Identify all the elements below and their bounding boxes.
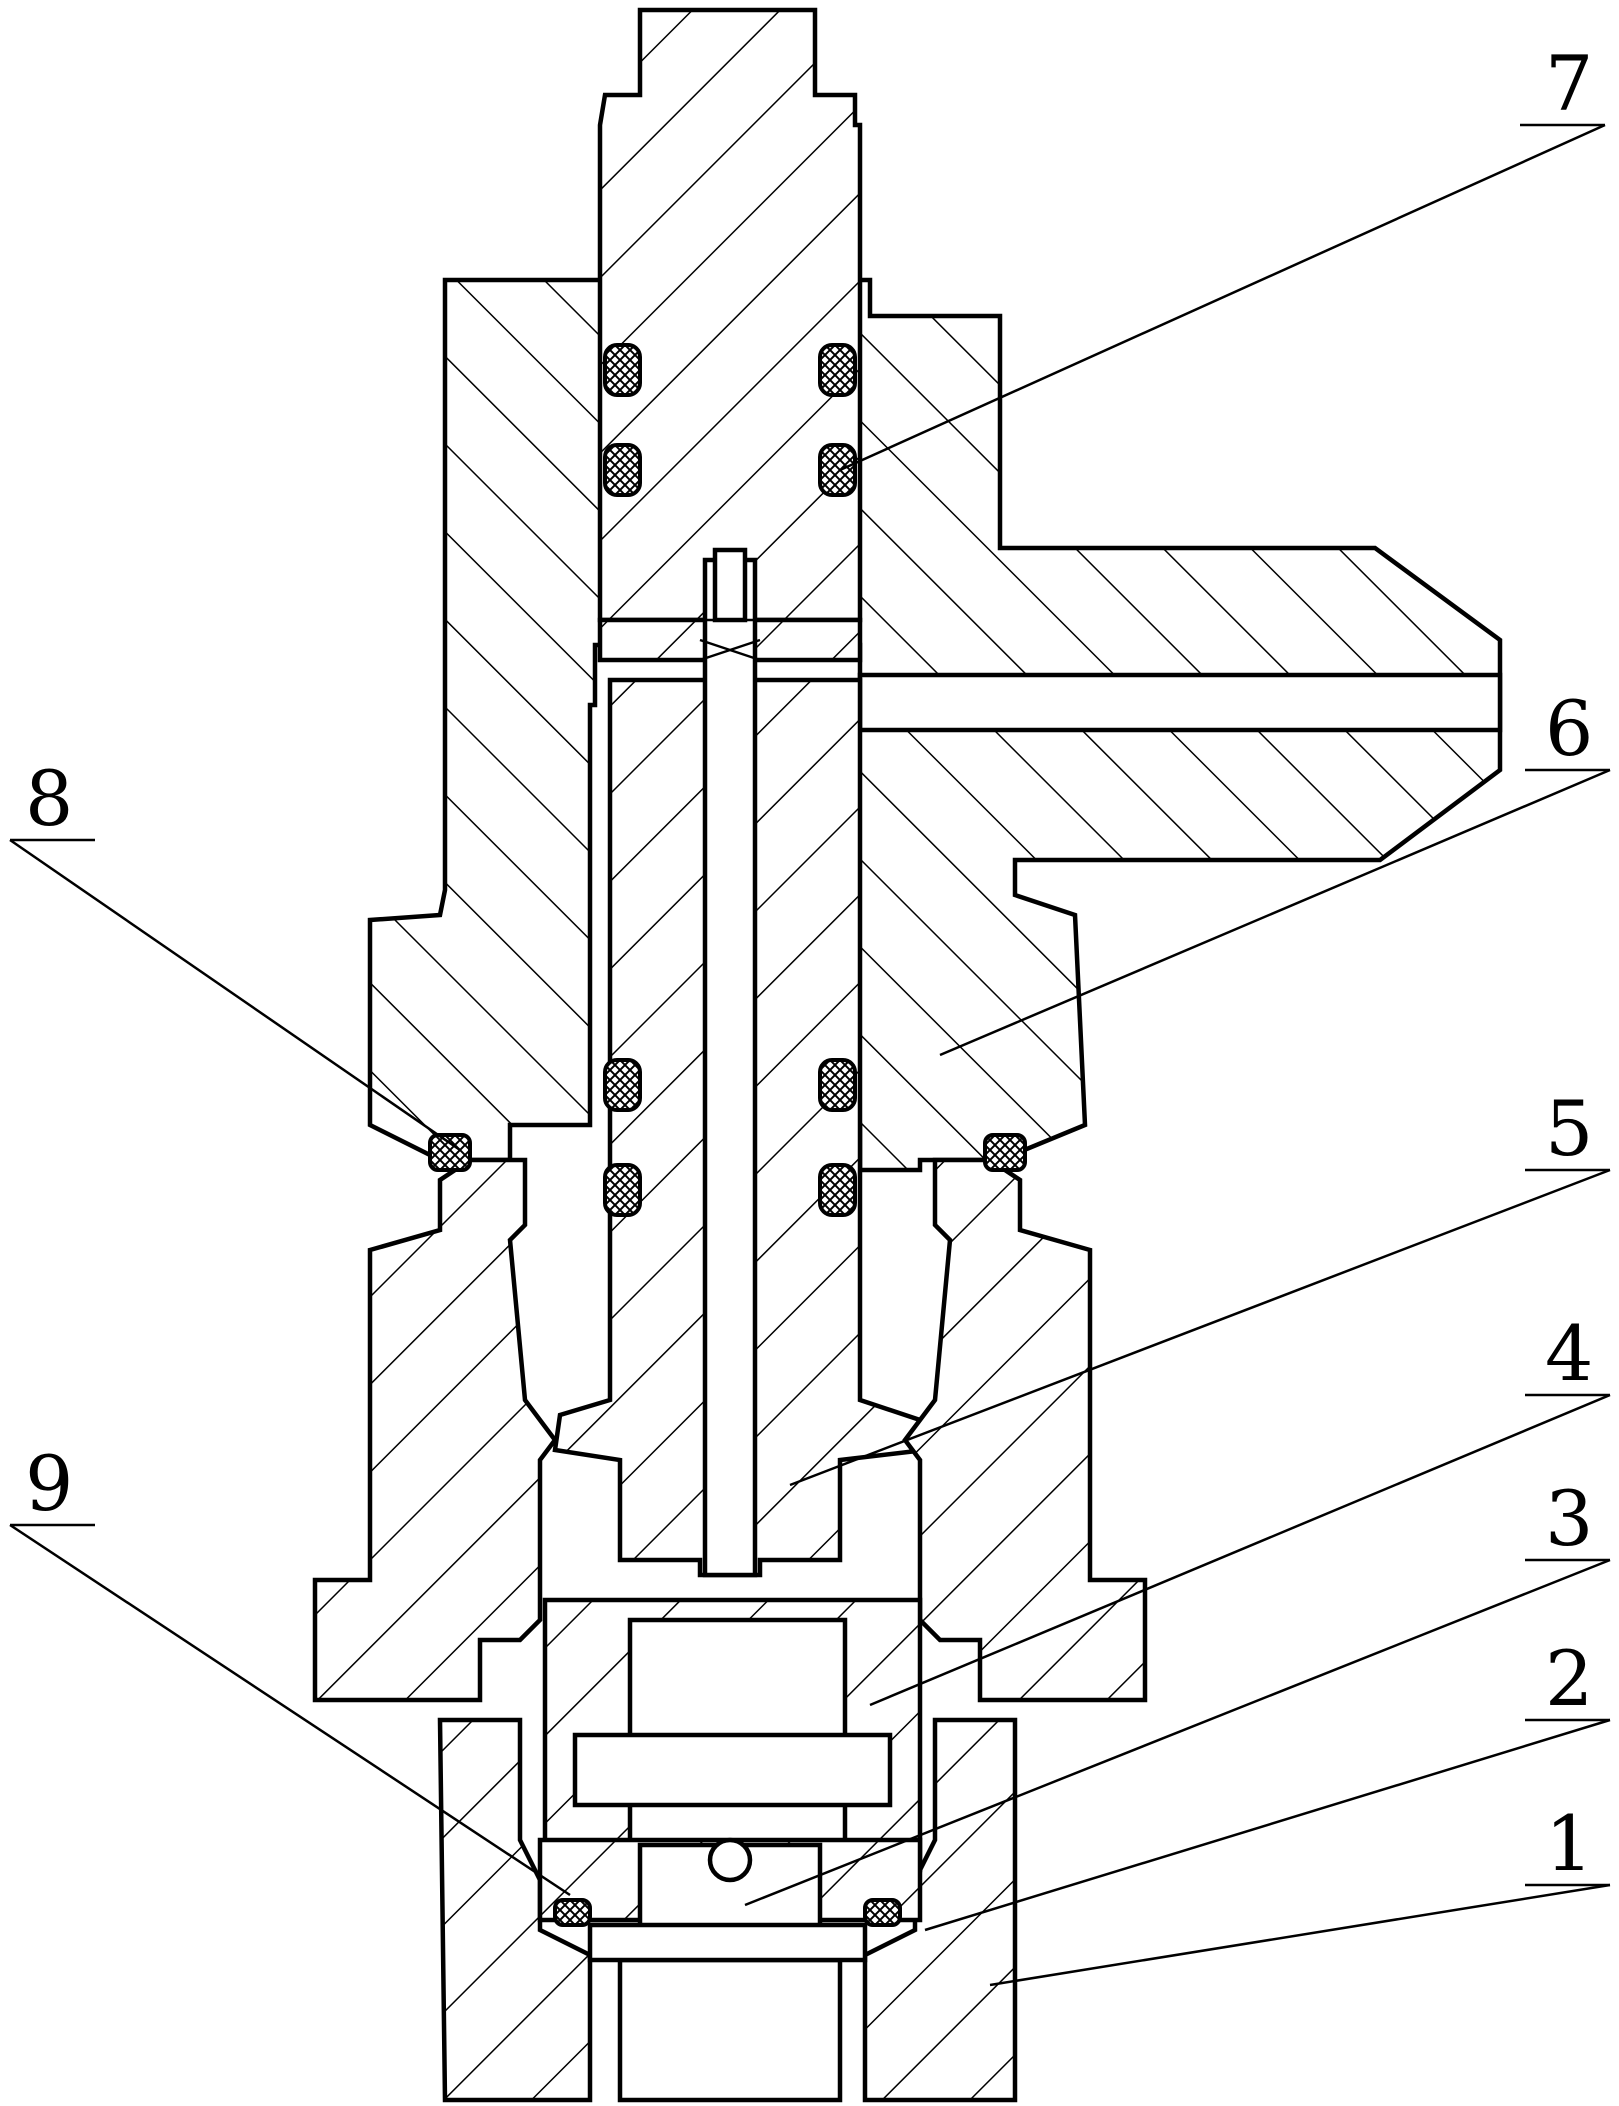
leader-1 (989, 1883, 1611, 1987)
plunger-center-bore (702, 557, 758, 1578)
leader-7 (839, 123, 1606, 472)
bottom-fitting-part-1 (437, 1717, 593, 2103)
o-ring (428, 1133, 472, 1172)
callout-8: 8 (25, 754, 73, 843)
lower-housing (312, 1157, 558, 1703)
o-ring (818, 1163, 857, 1217)
o-ring (818, 343, 857, 397)
o-ring (818, 1058, 857, 1112)
bottom-outlet-bore (617, 1957, 843, 2103)
leader-lines (9, 123, 1611, 1987)
leader-9 (9, 1523, 571, 1897)
leader-6 (939, 768, 1611, 1057)
stem-top-nub (712, 547, 748, 623)
o-ring (603, 443, 642, 497)
leader-5 (789, 1168, 1611, 1487)
callout-1: 1 (1545, 1799, 1593, 1888)
callout-9: 9 (25, 1439, 73, 1528)
leader-3 (744, 1558, 1611, 1907)
outlet-bore (857, 672, 1503, 733)
callout-6: 6 (1545, 684, 1593, 773)
callout-4: 4 (1545, 1309, 1593, 1398)
leader-4 (869, 1393, 1611, 1707)
leader-2 (924, 1718, 1611, 1932)
o-ring (553, 1898, 592, 1927)
o-ring (863, 1898, 902, 1927)
leader-8 (9, 838, 461, 1152)
o-ring (603, 343, 642, 397)
o-rings (428, 343, 1027, 1927)
callout-5: 5 (1545, 1084, 1593, 1173)
callout-3: 3 (1545, 1474, 1593, 1563)
o-ring (818, 443, 857, 497)
cartridge-pin (572, 1732, 893, 1808)
callout-7: 7 (1545, 39, 1593, 128)
o-ring (983, 1133, 1027, 1172)
lower-housing-right (902, 1157, 1148, 1703)
o-ring (603, 1058, 642, 1112)
valve-stem (597, 7, 863, 623)
o-ring (603, 1163, 642, 1217)
seat-base-ring (587, 1922, 868, 1963)
bottom-fitting-part-1-right (862, 1717, 1018, 2103)
callout-2: 2 (1545, 1634, 1593, 1723)
seat-port (707, 1837, 753, 1883)
